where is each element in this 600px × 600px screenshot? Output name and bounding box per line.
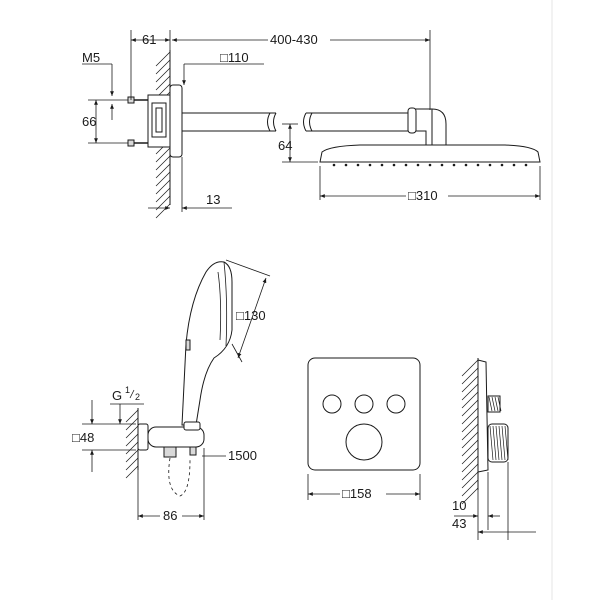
dim-outlet-depth: 86 bbox=[163, 508, 177, 523]
push-button-2 bbox=[354, 394, 374, 414]
dim-flange-size: 110 bbox=[228, 50, 249, 65]
dim-wall-offset: 61 bbox=[142, 32, 156, 47]
control-plate-side-view: 10 43 bbox=[452, 358, 536, 540]
square-symbol-flange: □ bbox=[220, 50, 228, 65]
dim-outlet-size: 48 bbox=[80, 430, 94, 445]
push-button-1 bbox=[322, 394, 342, 414]
wall-hatch-bottom-left bbox=[125, 409, 139, 479]
head-shower bbox=[319, 144, 541, 167]
svg-text:□48: □48 bbox=[72, 430, 94, 445]
dim-outlet-thread-den: 2 bbox=[135, 392, 140, 402]
square-symbol-head: □ bbox=[408, 188, 416, 203]
svg-text:□158: □158 bbox=[342, 486, 372, 501]
wall-outlet-holder bbox=[137, 421, 205, 458]
dim-thread: M5 bbox=[82, 50, 100, 65]
dim-outlet-thread-num: 1 bbox=[125, 385, 130, 395]
hose bbox=[168, 457, 191, 497]
plate-profile bbox=[477, 359, 489, 473]
head-shower-side-view: 61 400-430 M5 □110 66 64 13 bbox=[82, 30, 541, 219]
dim-flange-height: 66 bbox=[82, 114, 96, 129]
mounting-box bbox=[127, 94, 171, 148]
dim-plate-size: 158 bbox=[350, 486, 372, 501]
dim-outlet-thread: G bbox=[112, 388, 122, 403]
wall-hatch-bottom-right bbox=[461, 359, 479, 505]
cover-plate bbox=[307, 357, 421, 471]
hand-shower-side-view: □130 G 1 2 □48 1500 bbox=[72, 259, 271, 524]
dim-knob-depth: 43 bbox=[452, 516, 466, 531]
dim-hose-length: 1500 bbox=[228, 448, 257, 463]
wall-flange bbox=[169, 84, 183, 158]
push-button-3 bbox=[386, 394, 406, 414]
dim-flange-depth: 13 bbox=[206, 192, 220, 207]
dim-drop: 64 bbox=[278, 138, 292, 153]
dim-head-size: 310 bbox=[416, 188, 438, 203]
shower-arm bbox=[182, 107, 447, 147]
dim-hand-shower-size: 130 bbox=[244, 308, 266, 323]
hand-shower bbox=[181, 261, 233, 426]
temperature-knob bbox=[345, 423, 383, 461]
control-plate-front-view: □158 bbox=[307, 357, 421, 502]
svg-text:□130: □130 bbox=[236, 308, 266, 323]
dim-plate-depth: 10 bbox=[452, 498, 466, 513]
svg-text:□310: □310 bbox=[408, 188, 438, 203]
square-symbol-hand: □ bbox=[236, 308, 244, 323]
dim-arm-length: 400-430 bbox=[270, 32, 318, 47]
square-symbol-plate: □ bbox=[342, 486, 350, 501]
square-symbol-outlet: □ bbox=[72, 430, 80, 445]
svg-text:□110: □110 bbox=[220, 50, 249, 65]
